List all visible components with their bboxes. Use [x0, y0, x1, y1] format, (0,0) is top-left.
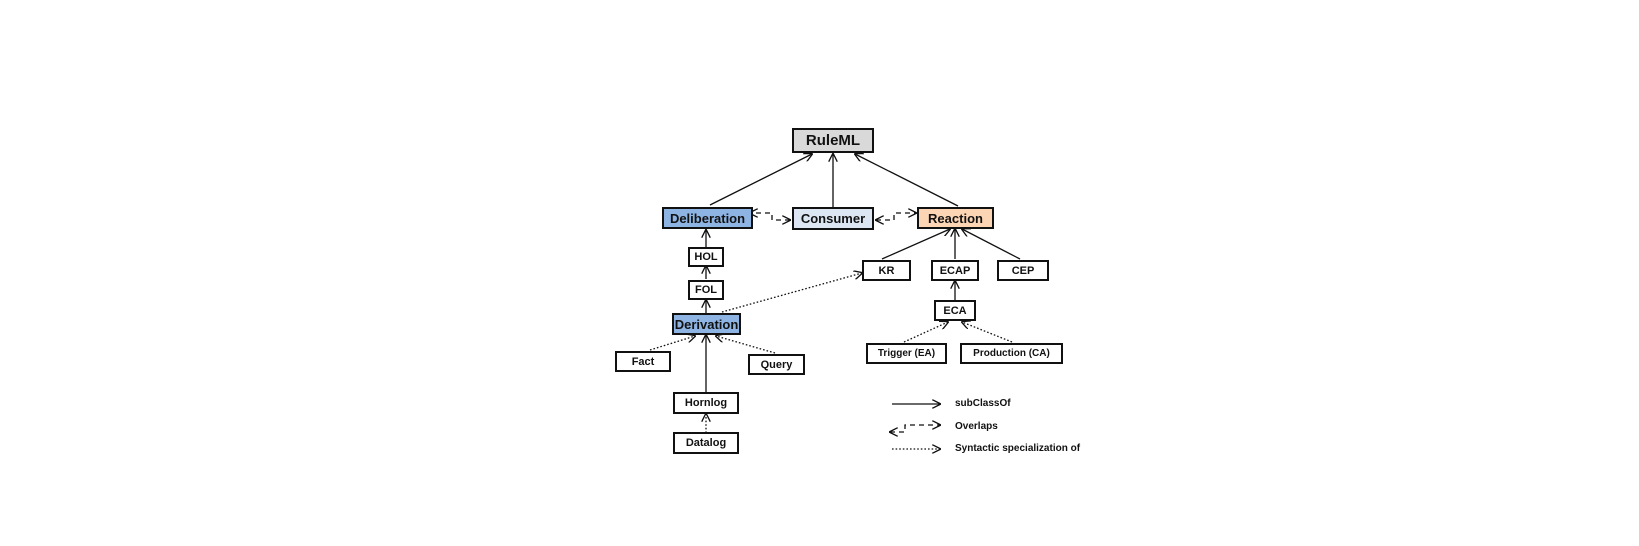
legend-overlaps-label: Overlaps	[955, 421, 998, 432]
edge-consumer-deliberation-overlap	[750, 213, 790, 220]
node-ecap: ECAP	[931, 260, 979, 281]
node-query: Query	[748, 354, 805, 375]
edge-cep-reaction	[962, 229, 1021, 260]
edge-deliberation-ruleml	[709, 154, 812, 206]
legend-overlaps-line	[890, 425, 940, 432]
node-trigger: Trigger (EA)	[866, 343, 947, 364]
legend-subclass-label: subClassOf	[955, 398, 1011, 409]
node-cep: CEP	[997, 260, 1049, 281]
node-hornlog: Hornlog	[673, 392, 739, 414]
node-eca: ECA	[934, 300, 976, 321]
node-hol: HOL	[688, 247, 724, 267]
node-fol: FOL	[688, 280, 724, 300]
edge-kr-reaction	[881, 229, 950, 260]
node-datalog: Datalog	[673, 432, 739, 454]
edge-trigger-eca-syntactic	[903, 322, 948, 343]
legend-syntactic-label: Syntactic specialization of	[955, 443, 1081, 454]
node-deliberation: Deliberation	[662, 207, 753, 229]
node-production: Production (CA)	[960, 343, 1063, 364]
node-consumer: Consumer	[792, 207, 874, 230]
edge-query-derivation-syntactic	[716, 336, 776, 354]
node-reaction: Reaction	[917, 207, 994, 229]
edge-reaction-ruleml	[855, 154, 959, 207]
edge-fact-derivation-syntactic	[649, 336, 695, 351]
edge-consumer-reaction-overlap	[876, 213, 916, 220]
node-ruleml: RuleML	[792, 128, 874, 153]
edge-derivation-kr-syntactic	[721, 273, 862, 313]
node-kr: KR	[862, 260, 911, 281]
node-fact: Fact	[615, 351, 671, 372]
node-derivation: Derivation	[672, 313, 741, 335]
edge-production-eca-syntactic	[962, 322, 1013, 343]
